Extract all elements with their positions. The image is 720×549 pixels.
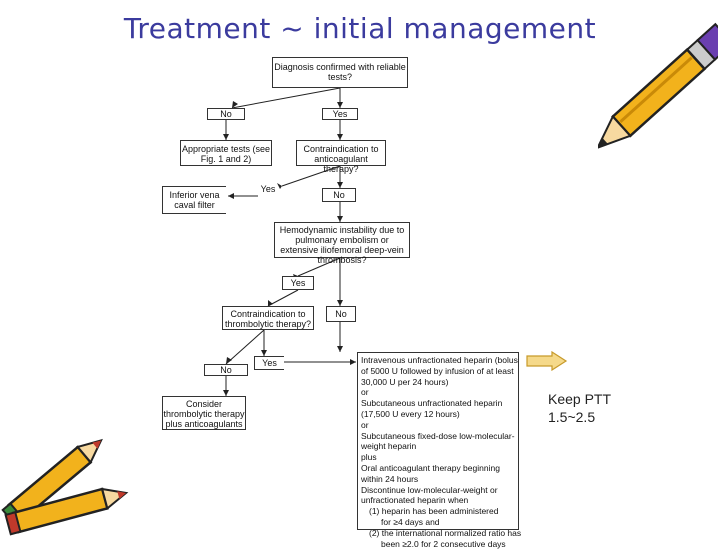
diagnosis-box: Diagnosis confirmed with reliable tests? [272, 57, 408, 88]
no-box-3: No [326, 306, 356, 322]
ptt-note-line1: Keep PTT [548, 391, 612, 407]
yes-label-4: Yes [262, 358, 277, 368]
yes-box-3: Yes [282, 276, 314, 290]
regimen-line: for ≥4 days and [381, 516, 440, 527]
consider-thrombolytic-box: Consider thrombolytic therapy plus antic… [162, 396, 246, 430]
ptt-note: Keep PTT 1.5~2.5 [548, 390, 611, 426]
contraindication-thrombolytic-box: Contraindication to thrombolytic therapy… [222, 306, 314, 330]
regimen-line: (2) the international normalized ratio h… [369, 527, 522, 538]
pencil-icon [598, 22, 718, 150]
ptt-note-line2: 1.5~2.5 [548, 409, 596, 425]
regimen-line: Discontinue low-molecular-weight or [361, 484, 498, 495]
page-title: Treatment ~ initial management [123, 12, 597, 45]
yes-label-2: Yes [260, 184, 276, 194]
regimen-line: within 24 hours [361, 473, 419, 484]
no-label-1: No [220, 109, 232, 119]
regimen-line: (1) heparin has been administered [369, 506, 499, 517]
contraindication-thrombolytic-text: Contraindication to thrombolytic therapy… [224, 309, 312, 329]
no-box-4: No [204, 364, 248, 376]
consider-thrombolytic-text: Consider thrombolytic therapy plus antic… [163, 399, 245, 429]
regimen-line: Subcutaneous unfractionated heparin [361, 398, 503, 409]
yes-label-3: Yes [290, 278, 306, 288]
regimen-line: plus [361, 452, 377, 463]
anticoagulation-regimen-box: Intravenous unfractionated heparin (bolu… [357, 352, 521, 549]
yes-box-4: Yes [254, 356, 284, 370]
regimen-line: or [361, 419, 369, 430]
regimen-line: or [361, 387, 369, 398]
regimen-line: Oral anticoagulant therapy beginning [361, 462, 500, 473]
hemodynamic-box: Hemodynamic instability due to pulmonary… [274, 222, 410, 265]
no-box-2: No [322, 188, 356, 202]
regimen-line: Intravenous unfractionated heparin (bolu… [361, 355, 518, 365]
crayons-icon [1, 438, 129, 536]
regimen-line: unfractionated heparin when [361, 495, 469, 506]
no-label-3: No [335, 309, 347, 319]
contraindication-anticoag-text: Contraindication to anticoagulant therap… [303, 144, 379, 174]
contraindication-anticoag-box: Contraindication to anticoagulant therap… [296, 140, 386, 174]
regimen-line: 30,000 U per 24 hours) [361, 376, 449, 387]
no-box-1: No [207, 108, 245, 120]
right-arrow-icon [526, 351, 568, 371]
regimen-line: of 5000 U followed by infusion of at lea… [361, 365, 514, 376]
ivc-filter-box: Inferior vena caval filter [162, 186, 226, 214]
hemodynamic-text: Hemodynamic instability due to pulmonary… [279, 225, 405, 265]
no-label-4: No [220, 365, 232, 375]
yes-box-1: Yes [322, 108, 358, 120]
regimen-line: weight heparin [361, 441, 417, 452]
regimen-line: Subcutaneous fixed-dose low-molecular- [361, 430, 515, 441]
no-label-2: No [333, 190, 345, 200]
diagnosis-text: Diagnosis confirmed with reliable tests? [274, 62, 406, 82]
yes-label-1: Yes [332, 109, 348, 119]
ivc-filter-text: Inferior vena caval filter [169, 190, 220, 210]
appropriate-tests-box: Appropriate tests (see Fig. 1 and 2) [180, 140, 272, 166]
appropriate-tests-text: Appropriate tests (see Fig. 1 and 2) [181, 144, 271, 164]
regimen-line: (17,500 U every 12 hours) [361, 408, 460, 419]
regimen-line: been ≥2.0 for 2 consecutive days [381, 538, 506, 549]
